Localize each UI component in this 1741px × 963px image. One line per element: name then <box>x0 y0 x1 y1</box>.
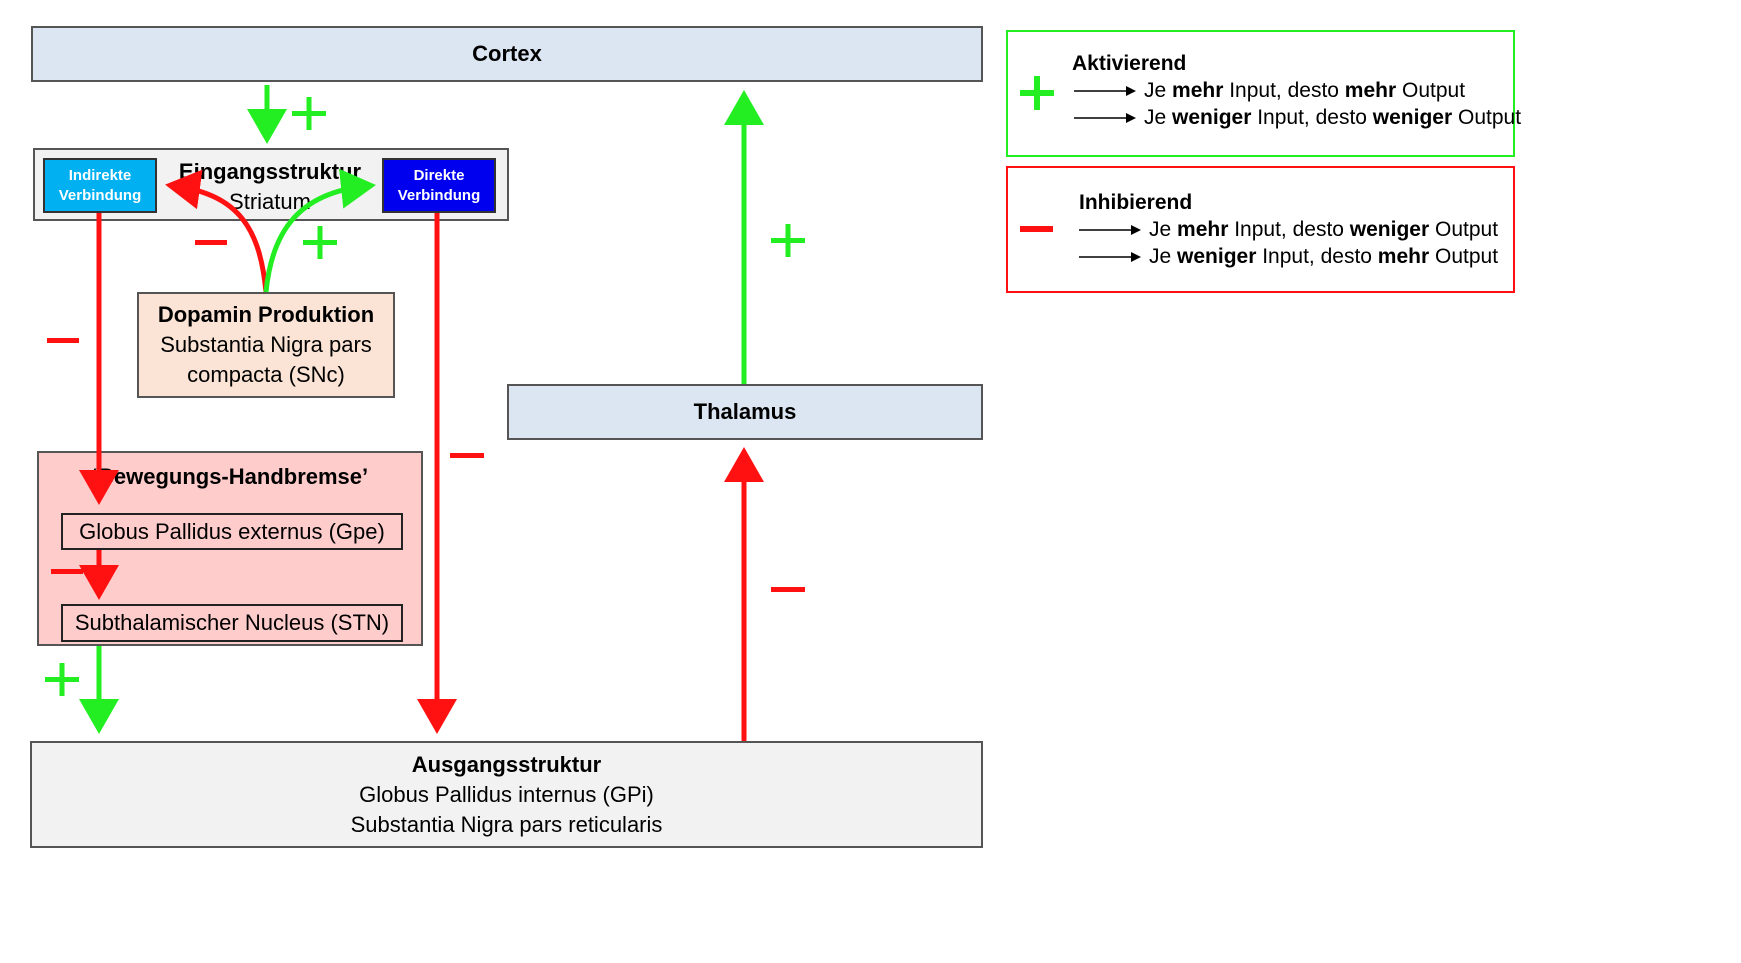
output-line2: Substantia Nigra pars reticularis <box>350 811 663 837</box>
arrow-dopamine-indirect <box>165 169 269 293</box>
legend-inhibiting: Inhibierend Je mehr Input, desto weniger… <box>1006 166 1515 293</box>
stn-label: Subthalamischer Nucleus (STN) <box>74 610 390 635</box>
indirect-line1: Indirekte <box>68 166 132 184</box>
indirect-pathway-box: Indirekte Verbindung <box>43 158 157 213</box>
plus-sign-cortex <box>292 97 326 130</box>
dopamine-line2: compacta (SNc) <box>187 362 345 387</box>
plus-sign-thalamus-cortex <box>771 224 805 257</box>
plus-sign-dopamine-direct <box>303 226 337 259</box>
legend-activating-row2: Je weniger Input, desto weniger Output <box>1074 106 1521 130</box>
striatum-title: Eingangsstruktur <box>178 159 362 184</box>
minus-sign-indirect <box>47 338 79 343</box>
legend-inhibiting-title: Inhibierend <box>1079 191 1193 214</box>
legend-minus-sign <box>1020 226 1053 232</box>
legend-inhibiting-row1: Je mehr Input, desto weniger Output <box>1079 218 1498 242</box>
cortex-label: Cortex <box>472 41 542 66</box>
output-title: Ausgangsstruktur <box>411 751 602 777</box>
arrow-right-icon <box>1074 86 1136 97</box>
minus-sign-gpe-stn <box>51 569 83 574</box>
legend-activating-title: Aktivierend <box>1072 52 1187 75</box>
output-structure-box: Ausgangsstruktur Globus Pallidus internu… <box>30 741 983 848</box>
arrow-right-icon <box>1079 252 1141 263</box>
gpe-box: Globus Pallidus externus (Gpe) <box>61 513 403 550</box>
striatum-subtitle: Striatum <box>229 189 311 214</box>
legend-activating-row1: Je mehr Input, desto mehr Output <box>1074 79 1465 103</box>
direct-pathway-box: Direkte Verbindung <box>382 158 496 213</box>
stn-box: Subthalamischer Nucleus (STN) <box>61 604 403 642</box>
minus-sign-output-thalamus <box>771 587 805 592</box>
arrow-dopamine-direct <box>263 168 376 293</box>
thalamus-label: Thalamus <box>693 399 797 424</box>
thalamus-box: Thalamus <box>507 384 983 440</box>
minus-sign-dopamine-indirect <box>195 240 227 245</box>
gpe-label: Globus Pallidus externus (Gpe) <box>79 518 385 544</box>
indirect-line2: Verbindung <box>58 186 142 204</box>
dopamine-title: Dopamin Produktion <box>157 302 375 327</box>
cortex-box: Cortex <box>31 26 983 82</box>
legend-activating: Aktivierend Je mehr Input, desto mehr Ou… <box>1006 30 1521 157</box>
plus-sign-stn-output <box>45 663 79 696</box>
dopamine-line1: Substantia Nigra pars <box>160 332 372 357</box>
legend-plus-sign <box>1020 76 1054 110</box>
handbrake-title: ‘Bewegungs-Handbremse’ <box>91 464 369 489</box>
minus-sign-direct <box>450 453 484 458</box>
direct-line2: Verbindung <box>397 186 481 204</box>
dopamine-box: Dopamin Produktion Substantia Nigra pars… <box>137 292 395 398</box>
arrow-right-icon <box>1079 225 1141 236</box>
output-line1: Globus Pallidus internus (GPi) <box>359 781 654 807</box>
direct-line1: Direkte <box>413 166 465 184</box>
legend-inhibiting-row2: Je weniger Input, desto mehr Output <box>1079 245 1498 269</box>
arrow-right-icon <box>1074 113 1136 124</box>
